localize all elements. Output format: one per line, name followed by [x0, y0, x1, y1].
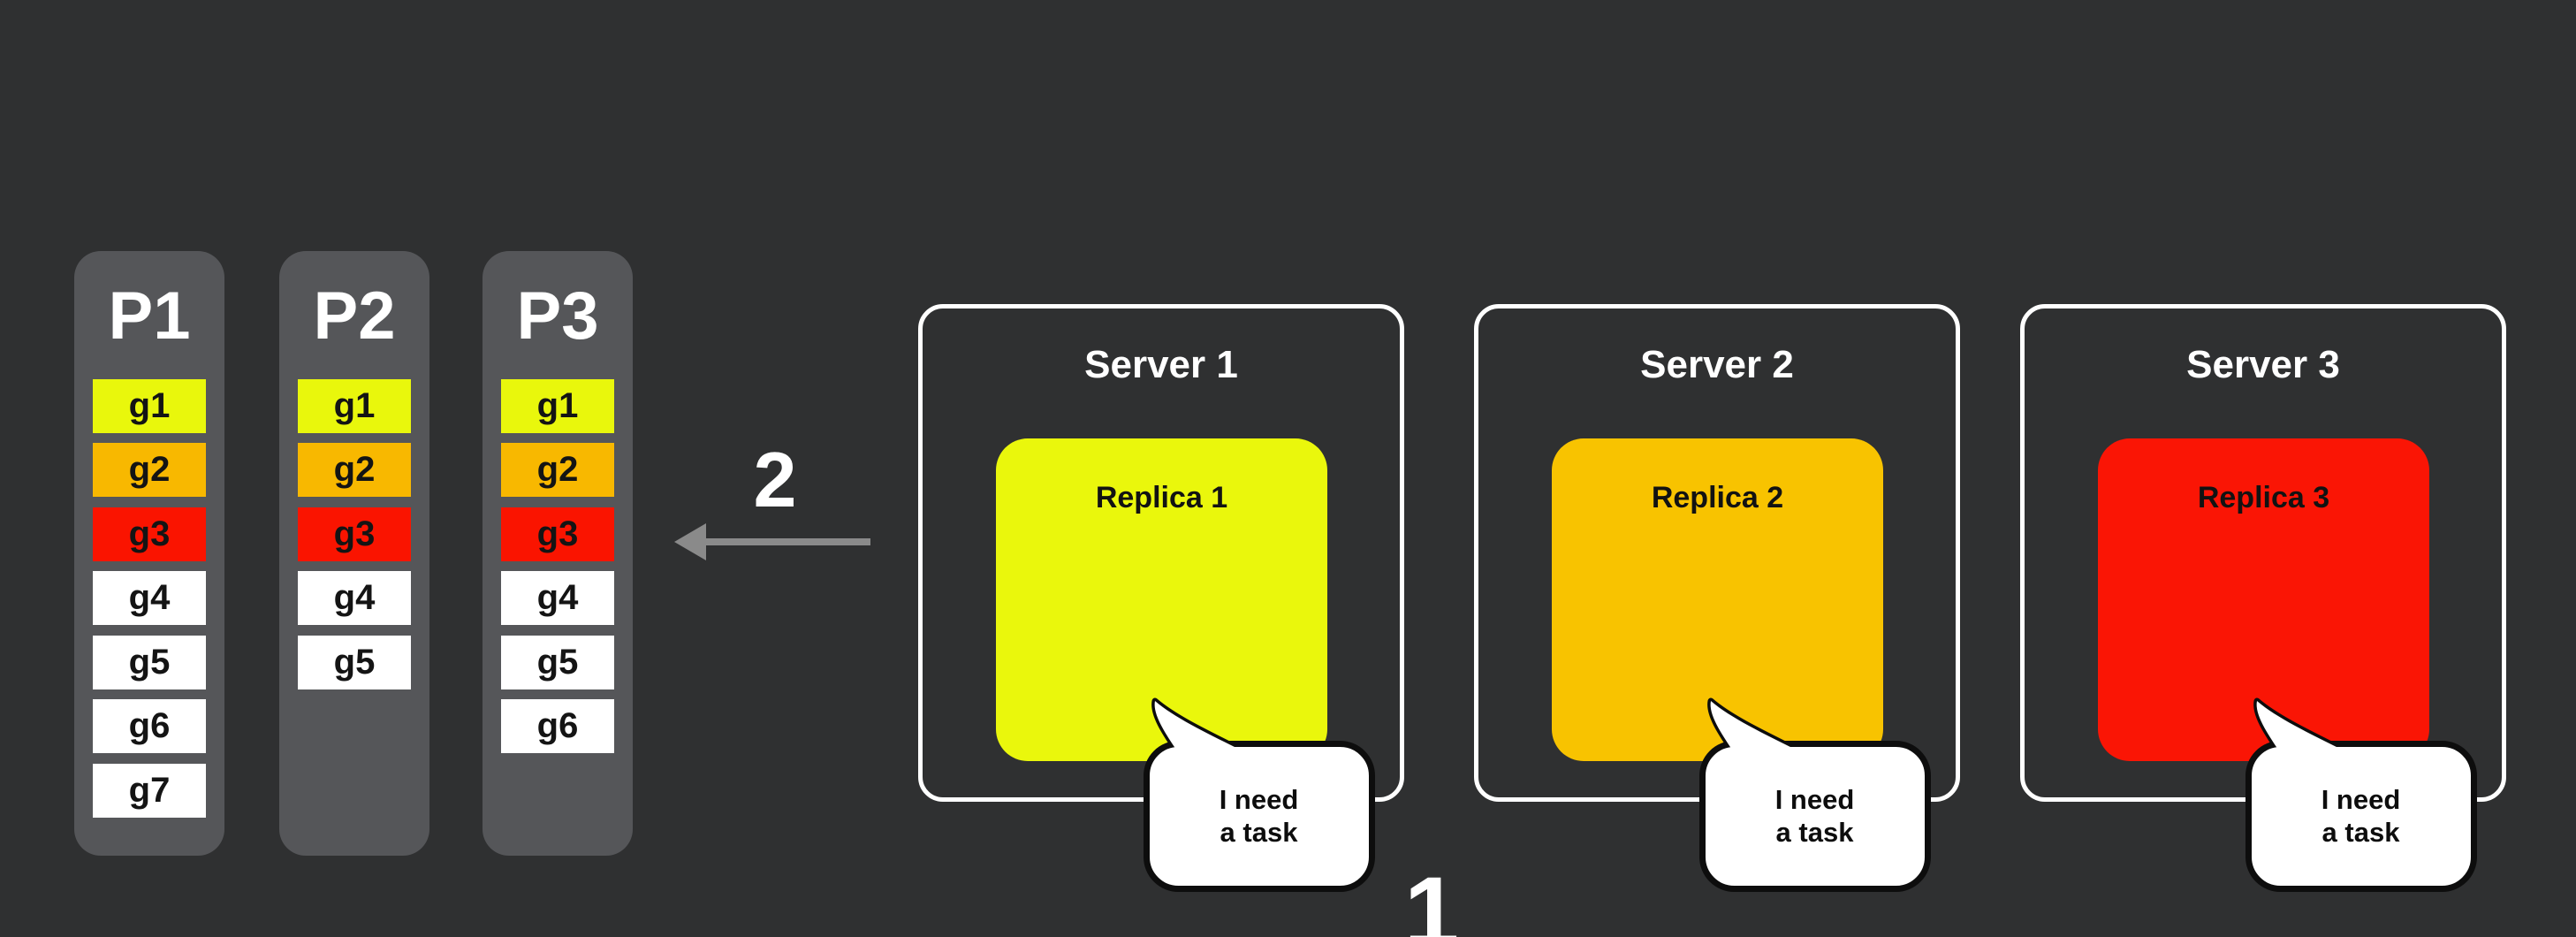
task-cell: g7: [93, 764, 206, 818]
task-cell: g3: [298, 507, 411, 561]
server-box-2: Server 2 Replica 2 I need a task: [1474, 304, 1960, 892]
task-cell: g1: [298, 379, 411, 433]
task-cell: g5: [298, 636, 411, 689]
bubble-line-1: I need: [1774, 783, 1855, 815]
speech-bubble-text: I need a task: [1146, 743, 1372, 888]
bubble-line-2: a task: [1220, 817, 1298, 848]
task-cell: g2: [93, 443, 206, 497]
partition-title: P1: [108, 278, 191, 354]
speech-bubble-shape: [1144, 697, 1375, 892]
speech-bubble: I need a task: [2241, 695, 2481, 895]
speech-bubble: I need a task: [1695, 695, 1935, 895]
task-cell: g2: [298, 443, 411, 497]
replica-label: Replica 2: [1651, 481, 1784, 514]
partition-title: P3: [516, 278, 599, 354]
step-2-label: 2: [753, 436, 797, 523]
speech-bubble-shape: [2245, 697, 2477, 892]
speech-bubble-text: I need a task: [2248, 743, 2473, 888]
bubble-line-2: a task: [1775, 817, 1854, 848]
bubble-line-1: I need: [1219, 783, 1299, 815]
partition-column-3: P3 g1 g2 g3 g4 g5 g6: [483, 251, 633, 856]
server-title: Server 2: [1640, 343, 1794, 386]
task-cell: g5: [93, 636, 206, 689]
task-cell: g4: [298, 571, 411, 625]
partition-column-1: P1 g1 g2 g3 g4 g5 g6 g7: [74, 251, 224, 856]
task-cell: g2: [501, 443, 614, 497]
arrow-line: [703, 538, 870, 545]
server-box-3: Server 3 Replica 3 I need a task: [2020, 304, 2506, 892]
task-cell: g1: [501, 379, 614, 433]
task-cell: g3: [93, 507, 206, 561]
speech-bubble: I need a task: [1139, 695, 1379, 895]
task-cell: g1: [93, 379, 206, 433]
server-title: Server 1: [1084, 343, 1238, 386]
arrow-left-icon: [674, 523, 706, 560]
step-1-label: 1: [1403, 857, 1460, 937]
bubble-line-2: a task: [2321, 817, 2400, 848]
task-cell: g5: [501, 636, 614, 689]
replica-label: Replica 3: [2197, 481, 2330, 514]
task-cell: g6: [93, 699, 206, 753]
bubble-line-1: I need: [2321, 783, 2401, 815]
task-cell: g4: [93, 571, 206, 625]
speech-bubble-text: I need a task: [1702, 743, 1927, 888]
partition-column-2: P2 g1 g2 g3 g4 g5: [279, 251, 429, 856]
server-title: Server 3: [2186, 343, 2340, 386]
partition-title: P2: [313, 278, 396, 354]
replica-label: Replica 1: [1095, 481, 1228, 514]
speech-bubble-shape: [1699, 697, 1931, 892]
task-cell: g6: [501, 699, 614, 753]
server-box-1: Server 1 Replica 1 I need a task: [918, 304, 1404, 892]
task-cell: g3: [501, 507, 614, 561]
task-cell: g4: [501, 571, 614, 625]
